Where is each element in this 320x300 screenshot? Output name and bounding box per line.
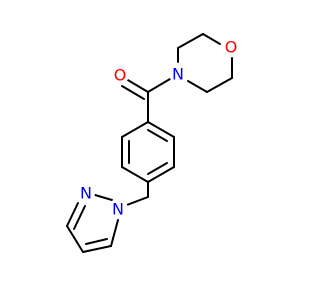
bond-carbonyl-double-a [125, 78, 149, 93]
bond-morph-c2-o [202, 33, 221, 45]
bond-pyr-c4-c5a [82, 245, 112, 253]
bond-benz-1 [121, 121, 149, 138]
atom-pyrazole-n1: N [108, 199, 128, 219]
bond-morph-c1-c2 [177, 33, 204, 49]
bond-benz-inner-2 [147, 162, 168, 175]
bond-benz-6 [147, 121, 175, 138]
morpholine-oxygen-label: O [225, 38, 238, 57]
carbonyl-oxygen-label: O [114, 66, 127, 85]
molecule-structure-diagram: O N O N N [66, 33, 240, 253]
bond-pyr-n2-c3b [73, 205, 86, 230]
bond-pyr-n1-n2 [94, 194, 113, 201]
bond-pyr-c3-c4 [66, 225, 84, 253]
bond-benz-inner-3 [147, 129, 168, 142]
bond-pyr-n2-c3a [66, 202, 79, 227]
bond-pyr-c5-n1 [110, 219, 119, 247]
atom-labels: O N O N N [77, 38, 240, 219]
molecule-svg: O N O N N [66, 33, 240, 253]
bond-morph-c4-n [187, 80, 208, 93]
bond-benz-3 [121, 166, 149, 183]
morpholine-nitrogen-label: N [172, 65, 184, 84]
pyrazole-n2-label: N [80, 184, 92, 203]
bond-benz-4 [147, 166, 175, 183]
atom-morpholine-oxygen: O [222, 38, 240, 57]
bond-morph-c3-c4 [206, 77, 233, 93]
bond-pyr-c4-c5b [85, 238, 108, 245]
atom-carbonyl-oxygen: O [111, 66, 129, 85]
pyrazole-n1-label: N [112, 200, 124, 219]
bond-carbonyl-n [147, 78, 171, 93]
bond-ch2-n1 [126, 196, 149, 206]
atom-morpholine-nitrogen: N [169, 65, 187, 84]
bond-carbonyl-double-b [121, 85, 145, 100]
atom-pyrazole-n2: N [77, 184, 95, 203]
bonds [66, 33, 233, 253]
